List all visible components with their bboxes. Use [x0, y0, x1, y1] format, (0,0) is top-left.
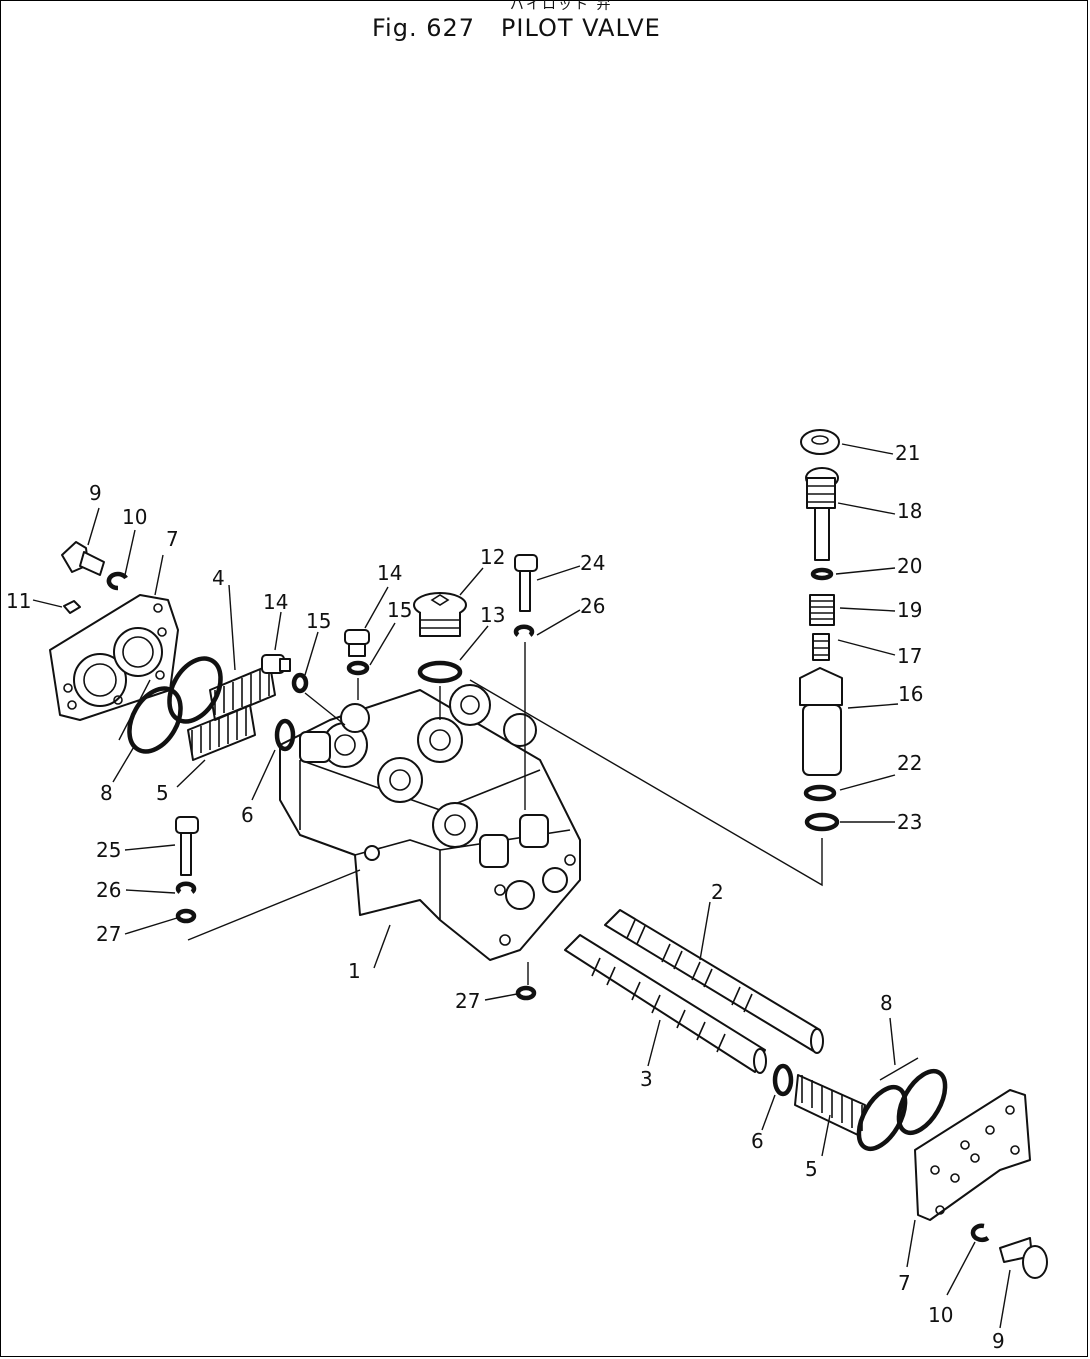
right-cover-part-7 [914, 1089, 1031, 1221]
callout-3: 3 [640, 1067, 653, 1091]
washer-part-6-right [772, 1063, 794, 1097]
callout-19: 19 [897, 598, 922, 622]
bolt-part-24 [514, 554, 538, 612]
lockwasher-part-10-right [970, 1223, 990, 1243]
callout-13: 13 [480, 603, 505, 627]
callout-7-right: 7 [898, 1271, 911, 1295]
figure-subtitle-japanese: パイロット 弁 [510, 0, 613, 13]
callout-1: 1 [348, 959, 361, 983]
callout-9-right: 9 [992, 1329, 1005, 1353]
plug-part-14-left [261, 654, 291, 674]
callout-15-right: 15 [387, 598, 412, 622]
callout-20: 20 [897, 554, 922, 578]
leader-lines [32, 443, 1011, 1329]
callout-16: 16 [898, 682, 923, 706]
plug-part-14-right [344, 629, 370, 657]
washer-part-27-left [175, 908, 197, 924]
bolt-part-25 [175, 816, 199, 876]
callout-10-right: 10 [928, 1303, 953, 1327]
valve-body-part-1 [279, 684, 581, 961]
lockwasher-part-10-left [106, 571, 128, 591]
o-ring-part-22 [803, 784, 837, 802]
callout-5-right: 5 [805, 1157, 818, 1181]
washer-part-27-bottom [515, 985, 537, 1001]
callout-6-right: 6 [751, 1129, 764, 1153]
callout-18: 18 [897, 499, 922, 523]
bolt-part-9-right [999, 1237, 1048, 1279]
callout-14-right: 14 [377, 561, 402, 585]
spring-part-5-left [187, 704, 256, 761]
spool-part-2 [604, 909, 824, 1054]
callout-23: 23 [897, 810, 922, 834]
o-ring-part-13 [417, 660, 463, 684]
plug-part-11 [63, 600, 81, 614]
o-ring-part-8-left [127, 656, 223, 754]
callout-5-left: 5 [156, 781, 169, 805]
valve-seat-part-16 [799, 667, 843, 776]
callout-11: 11 [6, 589, 31, 613]
callout-24: 24 [580, 551, 605, 575]
o-ring-part-20 [810, 567, 834, 581]
callout-labels: 1 2 3 4 5 5 6 6 7 7 8 8 9 9 10 10 11 12 … [6, 441, 1005, 1353]
o-ring-part-23 [804, 812, 840, 832]
washer-part-6-left [274, 718, 296, 752]
callout-22: 22 [897, 751, 922, 775]
callout-8-left: 8 [100, 781, 113, 805]
callout-17: 17 [897, 644, 922, 668]
figure-title: Fig. 627 PILOT VALVE [372, 14, 661, 42]
nut-part-21 [800, 429, 840, 455]
lockwasher-part-26-bottom [175, 881, 197, 894]
callout-15-left: 15 [306, 609, 331, 633]
callout-21: 21 [895, 441, 920, 465]
spring-part-19 [809, 594, 835, 626]
callout-2: 2 [711, 880, 724, 904]
spring-part-5-right [794, 1074, 866, 1136]
callout-8-right: 8 [880, 991, 893, 1015]
spool-part-3 [564, 934, 767, 1074]
o-ring-part-15-b [346, 660, 370, 676]
callout-9-left: 9 [89, 481, 102, 505]
adjusting-screw-part-18 [805, 467, 839, 561]
callout-14-left: 14 [263, 590, 288, 614]
left-cover-part-7 [49, 594, 179, 721]
callout-6-left: 6 [241, 803, 254, 827]
callout-7-left: 7 [166, 527, 179, 551]
poppet-part-17 [812, 633, 830, 661]
callout-10-left: 10 [122, 505, 147, 529]
callout-4: 4 [212, 566, 225, 590]
o-ring-part-15-a [291, 672, 309, 694]
o-ring-part-8-right [856, 1068, 948, 1152]
bolt-part-9-left [61, 541, 105, 576]
callout-12: 12 [480, 545, 505, 569]
callout-25: 25 [96, 838, 121, 862]
callout-27-left: 27 [96, 922, 121, 946]
callout-26-bottom: 26 [96, 878, 121, 902]
callout-27-bottom: 27 [455, 989, 480, 1013]
plug-part-12 [413, 592, 467, 637]
lockwasher-part-26-top [513, 624, 535, 637]
callout-26-top: 26 [580, 594, 605, 618]
